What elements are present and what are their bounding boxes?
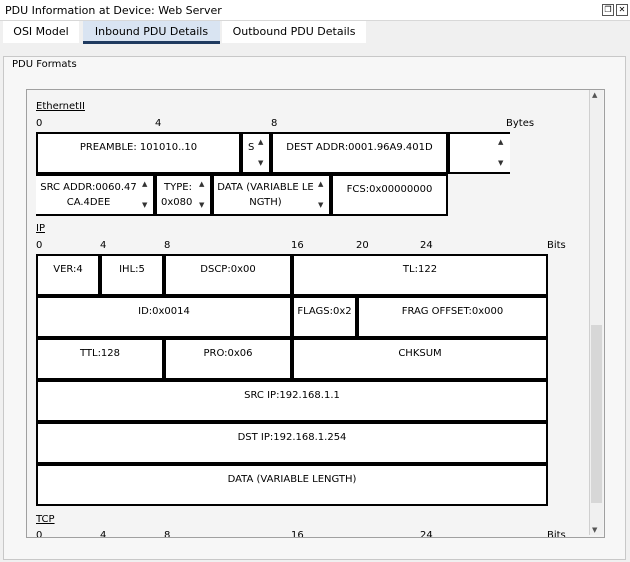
src-ip-field: SRC IP:192.168.1.1 [36, 380, 548, 422]
title-bar: PDU Information at Device: Web Server ❐ … [0, 0, 630, 21]
checksum-value: CHKSUM [398, 348, 442, 359]
ethernet-overflow-field[interactable]: ▲ ▼ [448, 132, 510, 174]
tcp-ruler-unit: Bits [547, 530, 566, 538]
flags-value: FLAGS:0x2 [297, 306, 352, 317]
dscp-field: DSCP:0x00 [164, 254, 292, 296]
vertical-scrollbar[interactable]: ▲ ▼ [589, 90, 603, 535]
ip-data-value: DATA (VARIABLE LENGTH) [227, 474, 357, 485]
ver-value: VER:4 [53, 264, 83, 275]
scroll-down-icon[interactable]: ▼ [258, 159, 264, 167]
ip-ruler-16: 16 [291, 240, 304, 251]
scrollbar-thumb[interactable] [591, 325, 602, 503]
eth-ruler-8: 8 [271, 118, 278, 129]
tcp-ruler-0: 0 [36, 530, 43, 538]
ip-ruler-4: 4 [100, 240, 107, 251]
eth-data-line2: NGTH) [249, 197, 282, 208]
sfd-value: S [248, 142, 255, 153]
dest-addr-field: DEST ADDR:0001.96A9.401D [271, 132, 448, 174]
ihl-field: IHL:5 [100, 254, 164, 296]
dst-ip-value: DST IP:192.168.1.254 [237, 432, 347, 443]
type-scrollbar[interactable]: ▲ ▼ [198, 176, 209, 214]
preamble-value: PREAMBLE: 101010..10 [79, 142, 198, 153]
src-addr-scrollbar[interactable]: ▲ ▼ [141, 176, 152, 214]
ttl-field: TTL:128 [36, 338, 164, 380]
ip-ruler-8: 8 [164, 240, 171, 251]
frag-offset-value: FRAG OFFSET:0x000 [401, 306, 504, 317]
id-value: ID:0x0014 [138, 306, 190, 317]
type-line1: TYPE: [164, 182, 192, 193]
pdu-scroll-area[interactable]: EthernetII 0 4 8 Bytes PREAMBLE: 101010.… [26, 89, 605, 538]
sfd-field[interactable]: S ▲ ▼ [241, 132, 271, 174]
ihl-value: IHL:5 [119, 264, 145, 275]
src-addr-line1: SRC ADDR:0060.47 [40, 182, 137, 193]
total-length-value: TL:122 [402, 264, 438, 275]
tcp-ruler-8: 8 [164, 530, 171, 538]
scroll-up-icon[interactable]: ▲ [592, 91, 598, 99]
dscp-value: DSCP:0x00 [200, 264, 256, 275]
eth-ruler-4: 4 [155, 118, 162, 129]
scroll-down-icon[interactable]: ▼ [592, 526, 598, 534]
ip-ruler-24: 24 [420, 240, 433, 251]
eth-data-scrollbar[interactable]: ▲ ▼ [317, 176, 328, 214]
tcp-ruler-24: 24 [420, 530, 433, 538]
src-addr-line2: CA.4DEE [66, 197, 111, 208]
eth-data-line1: DATA (VARIABLE LE [217, 182, 314, 193]
close-icon[interactable]: ✕ [616, 4, 628, 16]
protocol-value: PRO:0x06 [203, 348, 253, 359]
ip-title: IP [36, 223, 45, 234]
dest-addr-value: DEST ADDR:0001.96A9.401D [286, 142, 433, 153]
scroll-up-icon[interactable]: ▲ [318, 180, 324, 188]
pdu-formats-label: PDU Formats [12, 59, 77, 70]
flags-field: FLAGS:0x2 [292, 296, 357, 338]
src-addr-field[interactable]: SRC ADDR:0060.47 CA.4DEE ▲ ▼ [36, 174, 155, 216]
restore-icon[interactable]: ❐ [602, 4, 614, 16]
type-line2: 0x080 [161, 197, 193, 208]
ip-ruler-20: 20 [356, 240, 369, 251]
window-title: PDU Information at Device: Web Server [5, 4, 222, 17]
ip-ruler-0: 0 [36, 240, 43, 251]
tab-inbound-pdu-details[interactable]: Inbound PDU Details [83, 21, 220, 44]
id-field: ID:0x0014 [36, 296, 292, 338]
scroll-up-icon[interactable]: ▲ [199, 180, 205, 188]
dst-ip-field: DST IP:192.168.1.254 [36, 422, 548, 464]
overflow-scrollbar[interactable]: ▲ ▼ [497, 134, 508, 172]
ttl-value: TTL:128 [79, 348, 121, 359]
eth-ruler-0: 0 [36, 118, 43, 129]
src-ip-value: SRC IP:192.168.1.1 [244, 390, 340, 401]
scroll-down-icon[interactable]: ▼ [142, 201, 148, 209]
ip-data-field: DATA (VARIABLE LENGTH) [36, 464, 548, 506]
tcp-title: TCP [36, 514, 55, 525]
ver-field: VER:4 [36, 254, 100, 296]
sfd-scrollbar[interactable]: ▲ ▼ [257, 134, 268, 172]
fcs-field: FCS:0x00000000 [331, 174, 448, 216]
frag-offset-field: FRAG OFFSET:0x000 [357, 296, 548, 338]
tab-bar: OSI Model Inbound PDU Details Outbound P… [0, 21, 630, 44]
scroll-down-icon[interactable]: ▼ [318, 201, 324, 209]
eth-data-field[interactable]: DATA (VARIABLE LE NGTH) ▲ ▼ [212, 174, 331, 216]
fcs-value: FCS:0x00000000 [346, 184, 433, 195]
scroll-down-icon[interactable]: ▼ [498, 159, 504, 167]
ethernet-title: EthernetII [36, 101, 85, 112]
protocol-field: PRO:0x06 [164, 338, 292, 380]
checksum-field: CHKSUM [292, 338, 548, 380]
type-field[interactable]: TYPE: 0x080 ▲ ▼ [155, 174, 212, 216]
tcp-ruler-4: 4 [100, 530, 107, 538]
scroll-up-icon[interactable]: ▲ [142, 180, 148, 188]
tab-osi-model[interactable]: OSI Model [3, 21, 79, 43]
tab-outbound-pdu-details[interactable]: Outbound PDU Details [222, 21, 366, 43]
scroll-up-icon[interactable]: ▲ [258, 138, 264, 146]
ip-ruler-unit: Bits [547, 240, 566, 251]
preamble-field: PREAMBLE: 101010..10 [36, 132, 241, 174]
scroll-down-icon[interactable]: ▼ [199, 201, 205, 209]
total-length-field: TL:122 [292, 254, 548, 296]
scroll-up-icon[interactable]: ▲ [498, 138, 504, 146]
eth-ruler-unit: Bytes [506, 118, 535, 129]
tcp-ruler-16: 16 [291, 530, 304, 538]
